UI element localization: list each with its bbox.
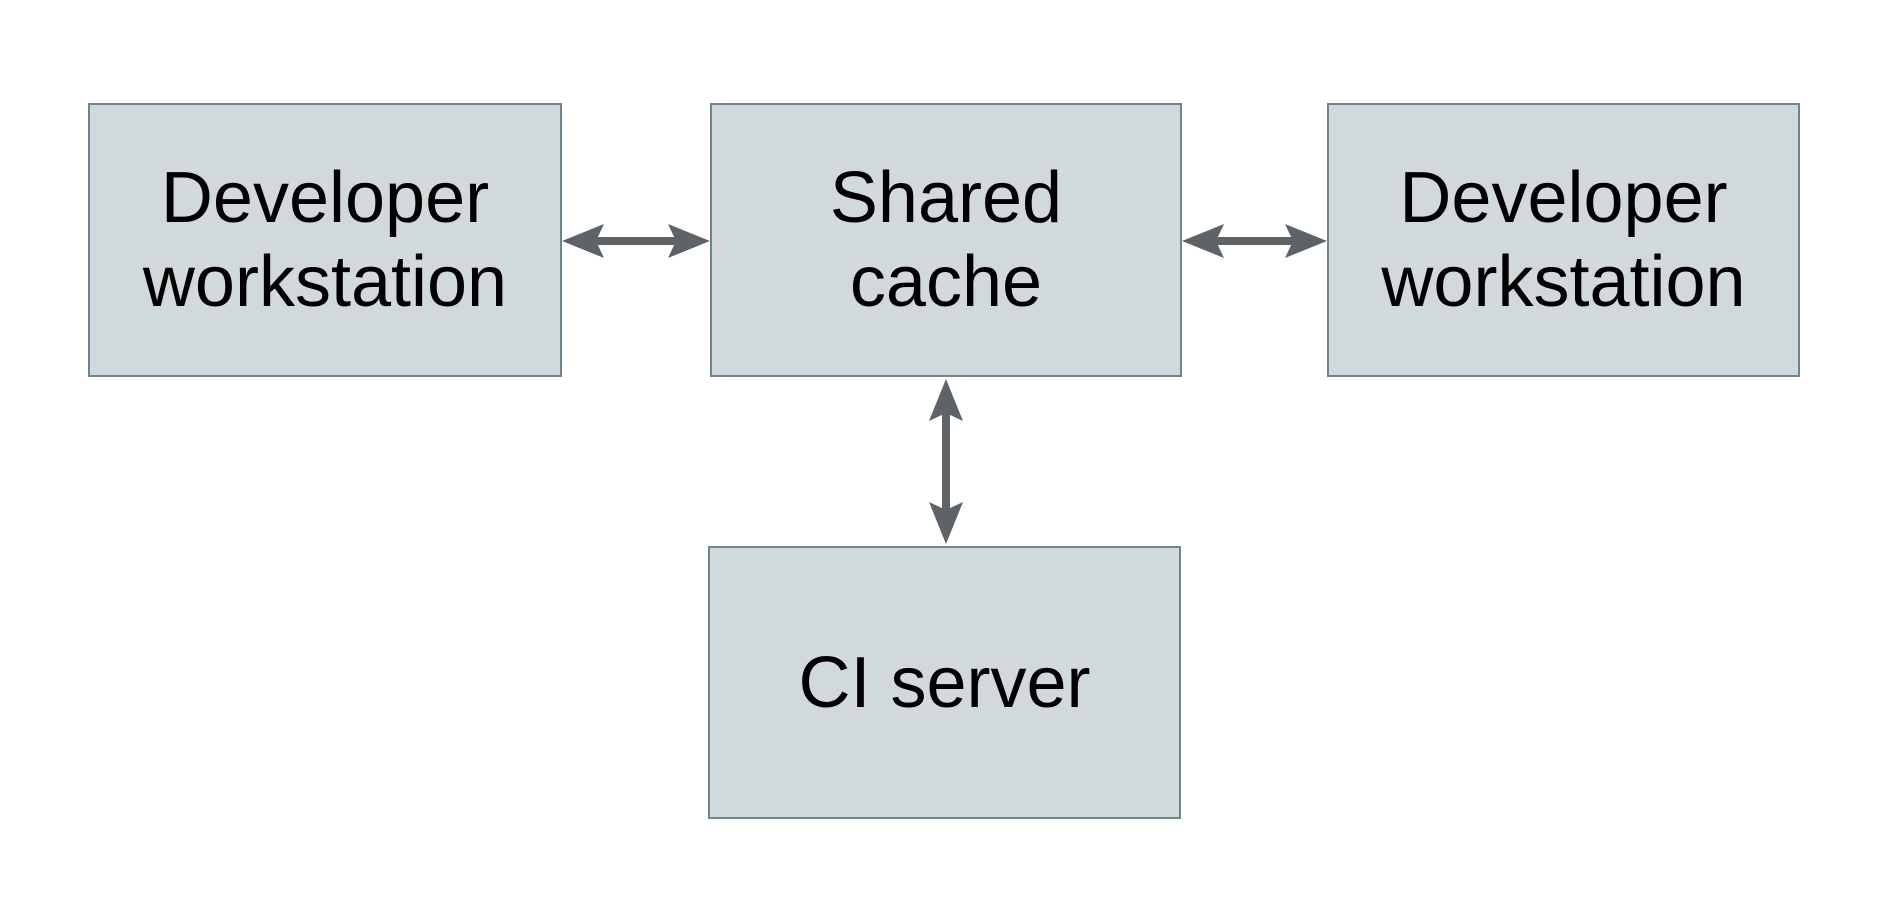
node-developer-workstation-right: Developer workstation (1327, 103, 1800, 377)
node-label: Shared cache (829, 158, 1063, 322)
arrowhead-right-icon (668, 224, 710, 258)
arrow-cache-devright (1182, 224, 1327, 258)
node-ci-server: CI server (708, 546, 1181, 819)
arrowhead-down-icon (929, 502, 963, 544)
arrow-devleft-cache (562, 224, 710, 258)
arrowhead-up-icon (929, 379, 963, 421)
arrowhead-left-icon (1182, 224, 1224, 258)
node-label: Developer workstation (1381, 158, 1746, 322)
node-label: Developer workstation (142, 158, 508, 322)
arrow-cache-ci (929, 379, 963, 544)
node-label: CI server (798, 642, 1091, 723)
arrowhead-right-icon (1285, 224, 1327, 258)
node-shared-cache: Shared cache (710, 103, 1182, 377)
arrowhead-left-icon (562, 224, 604, 258)
node-developer-workstation-left: Developer workstation (88, 103, 562, 377)
